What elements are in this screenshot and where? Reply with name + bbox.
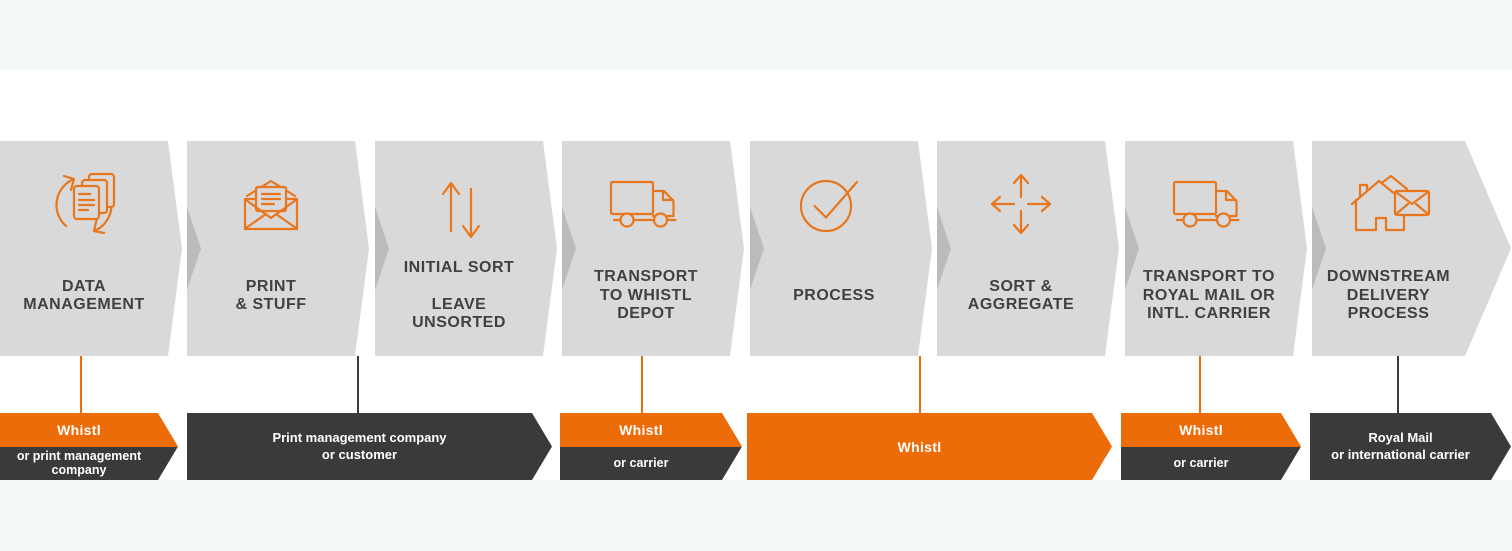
bottom-background-band xyxy=(0,480,1512,551)
actor-secondary: or carrier xyxy=(1121,447,1301,481)
four-way-arrows-icon xyxy=(937,165,1105,243)
check-circle-icon xyxy=(750,165,918,243)
actor-bar-royal-mail-or-intl-carrier: Royal Mail or international carrier xyxy=(1310,413,1511,480)
actor-label: Whistl xyxy=(747,413,1112,480)
connector-line xyxy=(919,356,921,414)
actor-primary: Whistl xyxy=(560,413,742,447)
step-chevron-transport-whistl-depot: TRANSPORT TO WHISTL DEPOT xyxy=(562,141,744,356)
top-background-band xyxy=(0,0,1512,70)
step-label: DOWNSTREAM DELIVERY PROCESS xyxy=(1326,268,1451,323)
step-chevron-transport-royal-mail: TRANSPORT TO ROYAL MAIL OR INTL. CARRIER xyxy=(1125,141,1307,356)
actor-label: Royal Mail or international carrier xyxy=(1310,413,1511,480)
actor-bar-whistl-or-carrier: Whistl or carrier xyxy=(1121,413,1301,480)
actor-bar-print-mgmt-or-customer: Print management company or customer xyxy=(187,413,552,480)
step-label: SORT & AGGREGATE xyxy=(967,277,1075,313)
actor-secondary: or print management company xyxy=(0,447,178,481)
step-chevron-process: PROCESS xyxy=(750,141,932,356)
step-chevron-data-management: DATA MANAGEMENT xyxy=(0,141,182,356)
actor-secondary: or carrier xyxy=(560,447,742,481)
actor-label: Print management company or customer xyxy=(187,413,552,480)
connector-line xyxy=(1397,356,1399,414)
actor-bar-whistl: Whistl xyxy=(747,413,1112,480)
actor-bar-whistl-or-print-mgmt: Whistl or print management company xyxy=(0,413,178,480)
open-envelope-icon xyxy=(187,165,355,243)
truck-icon xyxy=(1125,165,1293,243)
step-chevron-print-stuff: PRINT & STUFF xyxy=(187,141,369,356)
truck-icon xyxy=(562,165,730,243)
step-label: TRANSPORT TO WHISTL DEPOT xyxy=(593,268,699,323)
connector-line xyxy=(641,356,643,414)
step-chevron-initial-sort: INITIAL SORT LEAVE UNSORTED xyxy=(375,141,557,356)
actor-bar-whistl-or-carrier: Whistl or carrier xyxy=(560,413,742,480)
step-label: INITIAL SORT LEAVE UNSORTED xyxy=(403,259,515,332)
step-chevron-sort-aggregate: SORT & AGGREGATE xyxy=(937,141,1119,356)
connector-line xyxy=(80,356,82,414)
house-mail-icon xyxy=(1312,165,1465,243)
step-label: PROCESS xyxy=(793,286,875,304)
up-down-arrows-icon xyxy=(375,165,543,243)
actor-primary: Whistl xyxy=(0,413,178,447)
connector-line xyxy=(357,356,359,414)
actor-primary: Whistl xyxy=(1121,413,1301,447)
documents-cycle-icon xyxy=(0,165,168,243)
connector-line xyxy=(1199,356,1201,414)
step-label: DATA MANAGEMENT xyxy=(23,277,145,313)
step-label: TRANSPORT TO ROYAL MAIL OR INTL. CARRIER xyxy=(1142,268,1276,323)
step-chevron-downstream-delivery: DOWNSTREAM DELIVERY PROCESS xyxy=(1312,141,1511,356)
step-label: PRINT & STUFF xyxy=(235,277,307,313)
